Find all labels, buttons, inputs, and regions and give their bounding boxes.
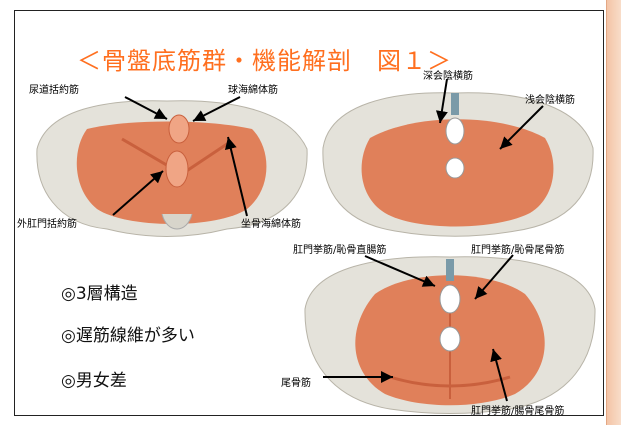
bullet-slow-twitch-fibers: ◎遅筋線維が多い (61, 321, 195, 346)
pointer-arrows (15, 11, 603, 415)
bullet-sex-differences: ◎男女差 (61, 366, 127, 391)
side-accent-strip (606, 0, 621, 425)
slide: ＜骨盤底筋群・機能解剖 図１＞ 尿道括約筋 球海綿体筋 外肛門括約筋 坐骨海綿体… (14, 10, 604, 416)
bullet-3-layer-structure: ◎3層構造 (61, 279, 138, 304)
